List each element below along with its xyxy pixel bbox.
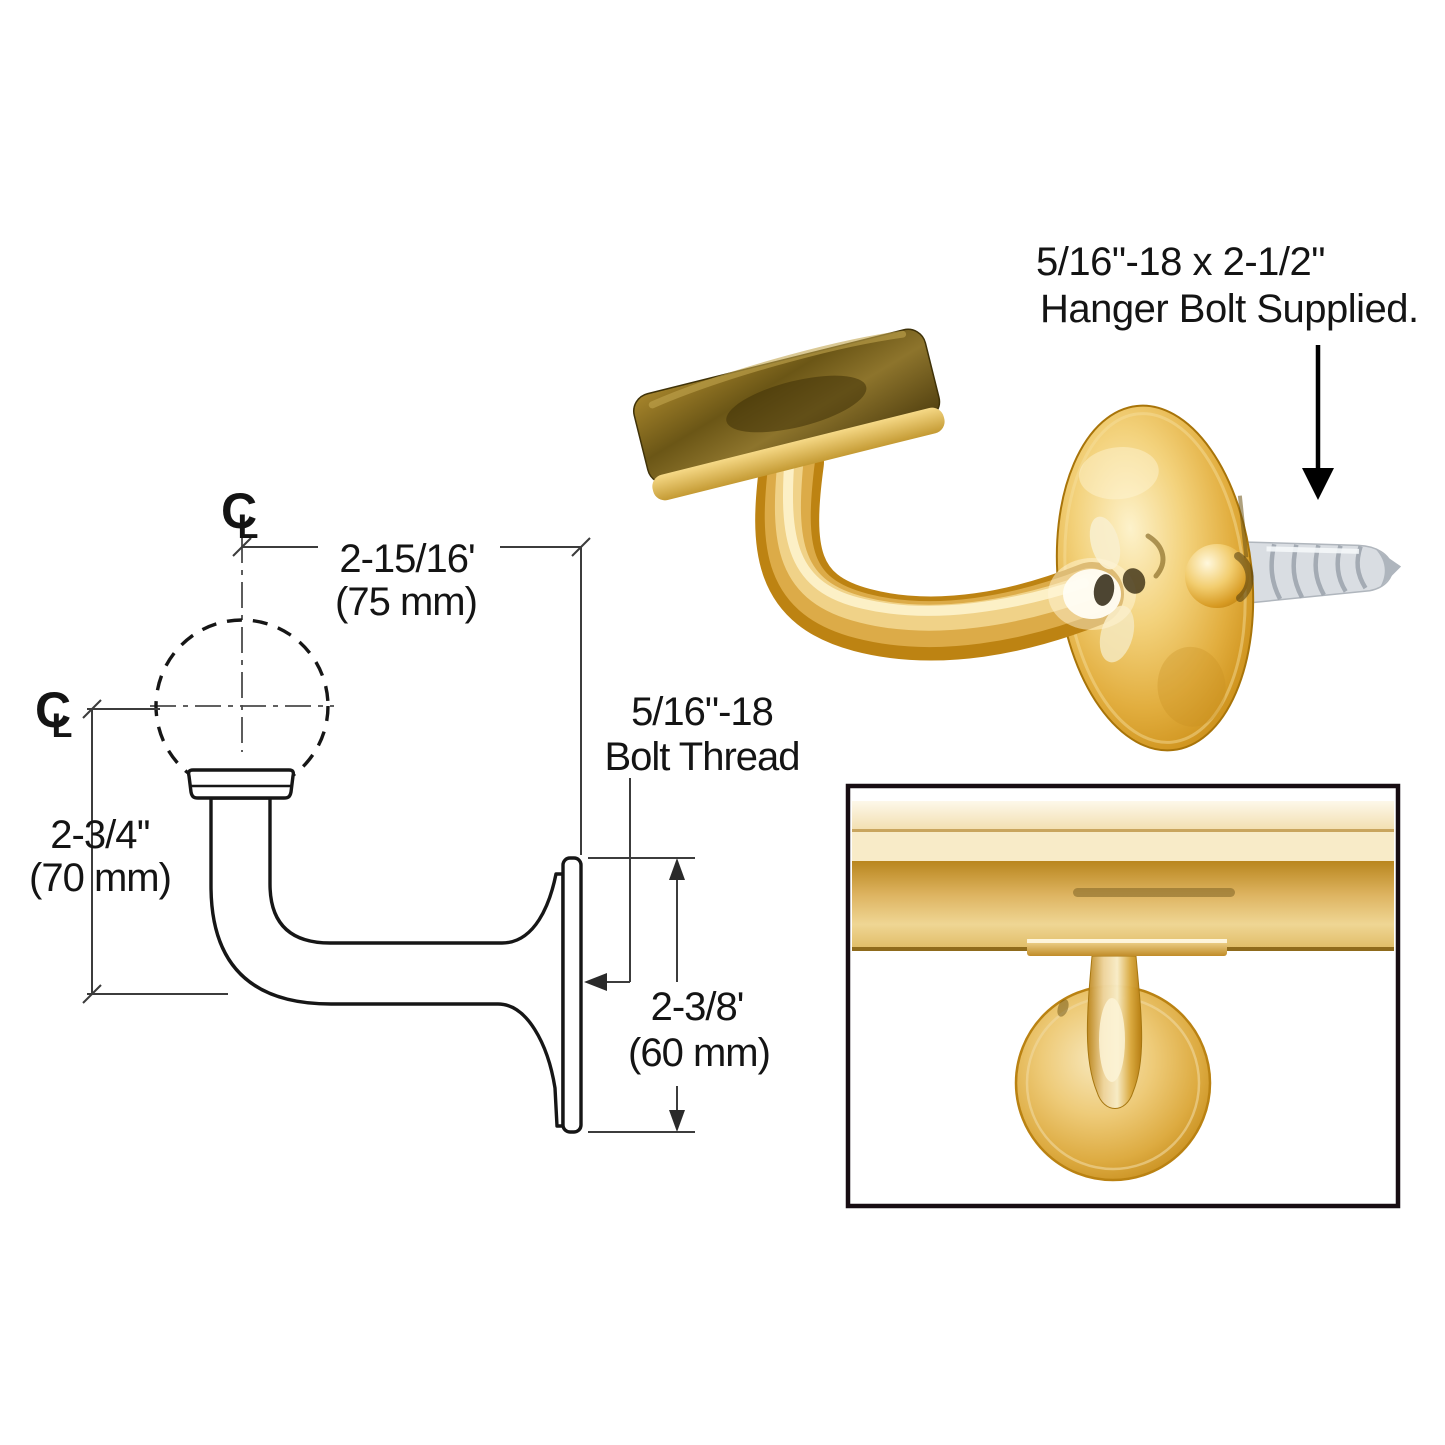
centerline-top-c: C	[221, 483, 256, 539]
centerline-left-l: L	[52, 707, 73, 745]
centerline-top-l: L	[238, 508, 259, 546]
saddle-outline	[186, 768, 296, 800]
bolt-highlight	[1266, 546, 1360, 554]
saddle-recess	[726, 375, 867, 433]
photo-saddle	[633, 328, 945, 501]
note-arrowhead	[1302, 468, 1334, 500]
hanger-bolt-note-line2: Hanger Bolt Supplied.	[1040, 287, 1419, 331]
technical-drawing: C L C L 2-15/16' (75 mm) 2-3/4'' (70 mm)…	[29, 483, 801, 1134]
inset-content	[852, 790, 1394, 1182]
photo-hub-reflections	[1048, 516, 1166, 663]
hanger-bolt-note-line1: 5/16"-18 x 2-1/2"	[1036, 240, 1325, 284]
bolt-thread-label-line1: 5/16"-18	[631, 690, 773, 734]
plate-sheen	[1078, 447, 1159, 500]
wall-plate-outline	[561, 856, 583, 1134]
dim-height-inches: 2-3/4''	[50, 813, 149, 857]
dim-plate-mm: (60 mm)	[628, 1031, 770, 1075]
plate-shadow-patch	[1157, 646, 1226, 727]
inset-arm-highlight	[1099, 998, 1125, 1082]
dim-plate-lines	[588, 857, 695, 1133]
dim-width-mm: (75 mm)	[335, 580, 477, 624]
dim-height-mm: (70 mm)	[29, 856, 171, 900]
bolt-thread-label-line2: Bolt Thread	[604, 735, 799, 779]
tube-reflection-streak	[1073, 888, 1235, 897]
dim-width-inches: 2-15/16'	[339, 537, 474, 581]
dim-plate-inches: 2-3/8'	[651, 985, 744, 1029]
dim-width-lines	[232, 537, 591, 855]
note-arrow	[1302, 345, 1334, 500]
centerline-symbol-left: C L	[35, 682, 72, 745]
centerline-left-c: C	[35, 682, 70, 738]
hanger-bolt	[1237, 541, 1402, 605]
bolt-thread-leader	[584, 778, 631, 991]
saddle-front-edge	[652, 407, 945, 501]
inset-saddle-bar	[1027, 939, 1227, 956]
photo-mount-ball	[1185, 544, 1254, 608]
bracket-arm-outline	[209, 796, 565, 1128]
product-photo	[633, 328, 1402, 752]
dim-height-lines	[82, 699, 228, 1004]
plate-edge-slit	[1237, 495, 1249, 558]
saddle-sheen	[648, 330, 907, 409]
bolt-tip	[1374, 548, 1402, 589]
inset-handrail-tube	[852, 790, 1394, 951]
installed-inset-photo	[845, 783, 1401, 1209]
centerline-symbol-top: C L	[221, 483, 258, 546]
photo-arm	[755, 430, 1124, 661]
